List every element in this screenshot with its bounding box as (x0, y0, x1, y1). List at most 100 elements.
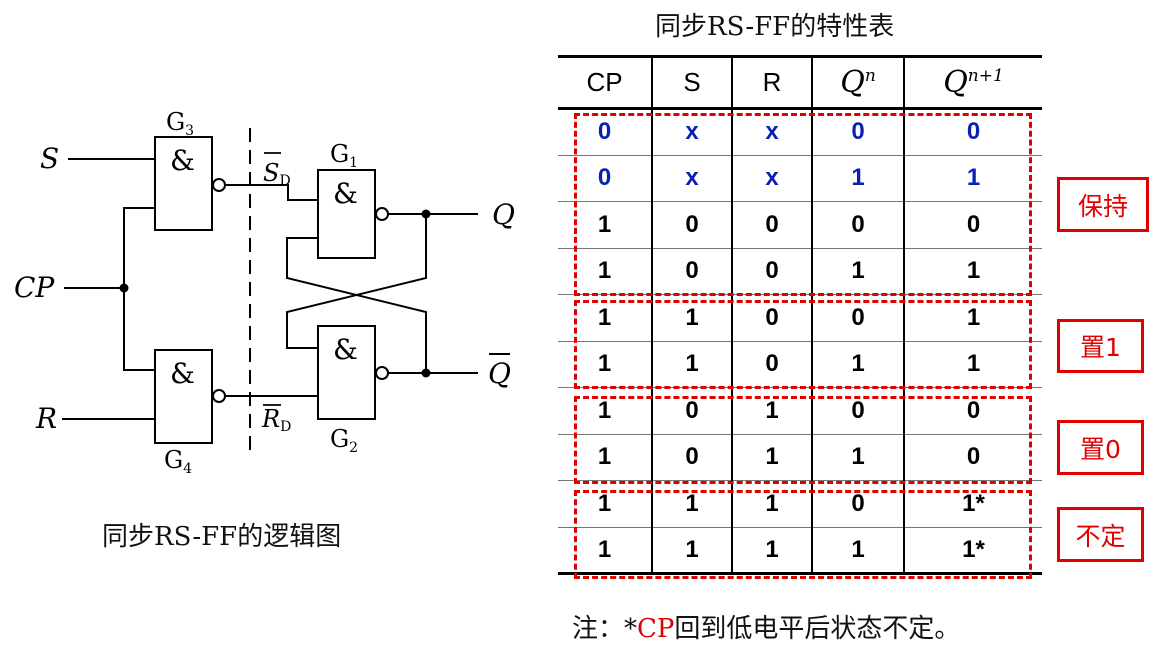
cell-qn1: 1 (903, 248, 1042, 295)
table-row: 1 1 1 1 1* (558, 527, 1042, 574)
cell-cp: 1 (558, 480, 653, 527)
cell-s: 1 (651, 527, 733, 574)
cell-r: x (731, 108, 813, 155)
g2-symbol: & (333, 333, 358, 366)
footnote-cp-highlight: CP (637, 614, 675, 644)
truth-table-header-row: CP S R Qn Qn+1 (558, 56, 1042, 109)
cell-qn1: 1* (903, 480, 1042, 527)
logic-diagram-caption: 同步RS-FF的逻辑图 (102, 522, 342, 552)
state-label-set0: 置0 (1057, 420, 1144, 475)
cell-cp: 1 (558, 527, 653, 574)
cell-cp: 1 (558, 387, 653, 434)
wire-sd (225, 184, 318, 201)
cell-qn1: 1 (903, 155, 1042, 202)
cell-s: 1 (651, 341, 733, 388)
cell-qn: 1 (811, 155, 905, 202)
g1-symbol: & (333, 177, 358, 210)
table-row: 0 x x 1 1 (558, 155, 1042, 202)
cell-r: 0 (731, 201, 813, 248)
g3-inverter-bubble (212, 178, 226, 192)
cell-cp: 1 (558, 248, 653, 295)
cell-qn1: 1* (903, 527, 1042, 574)
input-r-label: R (35, 402, 57, 435)
rd-label: RD (261, 405, 291, 435)
state-label-hold: 保持 (1057, 177, 1149, 232)
gate-g2 (317, 325, 376, 420)
cell-qn: 1 (811, 527, 905, 574)
cell-r: 1 (731, 480, 813, 527)
cell-s: 0 (651, 248, 733, 295)
g1-label: G1 (330, 140, 358, 171)
cell-cp: 1 (558, 434, 653, 481)
header-s: S (651, 56, 733, 109)
truth-table: CP S R Qn Qn+1 0 x x 0 0 0 x x 1 1 1 0 0… (558, 55, 1042, 575)
rs-flipflop-logic-diagram: & & & & G3 G1 G2 G4 S CP R Q Q SD RD (14, 108, 515, 477)
g1-inverter-bubble (375, 207, 389, 221)
cell-qn1: 0 (903, 387, 1042, 434)
cell-s: 1 (651, 480, 733, 527)
cell-r: 1 (731, 387, 813, 434)
cell-cp: 1 (558, 341, 653, 388)
junction-dot-cp (119, 283, 129, 293)
state-label-undefined: 不定 (1057, 507, 1144, 562)
cell-s: 0 (651, 434, 733, 481)
cell-s: 0 (651, 387, 733, 434)
junction-dot-q (421, 209, 431, 219)
footnote: 注：*CP回到低电平后状态不定。 (572, 608, 960, 645)
g4-label: G4 (164, 446, 192, 477)
cell-r: 0 (731, 294, 813, 341)
g4-symbol: & (170, 357, 195, 390)
table-row: 1 1 0 0 1 (558, 294, 1042, 341)
cell-r: 0 (731, 341, 813, 388)
cell-qn: 1 (811, 434, 905, 481)
cell-r: 0 (731, 248, 813, 295)
header-r: R (731, 56, 813, 109)
g4-inverter-bubble (212, 389, 226, 403)
cell-cp: 1 (558, 294, 653, 341)
wire-q-feedback (286, 214, 427, 349)
header-qn1: Qn+1 (903, 56, 1042, 109)
cell-s: 0 (651, 201, 733, 248)
footnote-prefix: 注：* (572, 614, 638, 644)
cell-qn1: 1 (903, 294, 1042, 341)
truth-table-title: 同步RS-FF的特性表 (655, 12, 895, 42)
cell-qn: 0 (811, 108, 905, 155)
cell-qn: 0 (811, 480, 905, 527)
table-row: 0 x x 0 0 (558, 108, 1042, 155)
cell-qn: 1 (811, 248, 905, 295)
cell-qn: 0 (811, 294, 905, 341)
cell-qn: 0 (811, 201, 905, 248)
output-qbar-label: Q (488, 357, 511, 390)
cell-r: 1 (731, 527, 813, 574)
gate-g3 (154, 136, 213, 231)
g2-label: G2 (330, 425, 358, 456)
cell-cp: 1 (558, 201, 653, 248)
cell-qn: 0 (811, 387, 905, 434)
header-cp: CP (558, 56, 653, 109)
cell-r: 1 (731, 434, 813, 481)
table-row: 1 0 1 1 0 (558, 434, 1042, 481)
g3-symbol: & (170, 144, 195, 177)
cell-s: x (651, 155, 733, 202)
cell-s: x (651, 108, 733, 155)
cell-qn1: 1 (903, 341, 1042, 388)
cell-qn1: 0 (903, 201, 1042, 248)
table-row: 1 0 0 1 1 (558, 248, 1042, 295)
table-row: 1 0 0 0 0 (558, 201, 1042, 248)
state-label-set1: 置1 (1057, 319, 1144, 373)
cell-cp: 0 (558, 155, 653, 202)
input-cp-label: CP (14, 271, 55, 304)
cell-qn: 1 (811, 341, 905, 388)
table-row: 1 1 0 1 1 (558, 341, 1042, 388)
cell-qn1: 0 (903, 108, 1042, 155)
footnote-suffix: 回到低电平后状态不定。 (674, 614, 961, 644)
gate-g4 (154, 349, 213, 444)
junction-dot-qbar (421, 368, 431, 378)
table-row: 1 1 1 0 1* (558, 480, 1042, 527)
cell-cp: 0 (558, 108, 653, 155)
cell-r: x (731, 155, 813, 202)
cell-s: 1 (651, 294, 733, 341)
wire-qbar-feedback (286, 237, 427, 373)
input-s-label: S (40, 142, 59, 175)
header-qn: Qn (811, 56, 905, 109)
